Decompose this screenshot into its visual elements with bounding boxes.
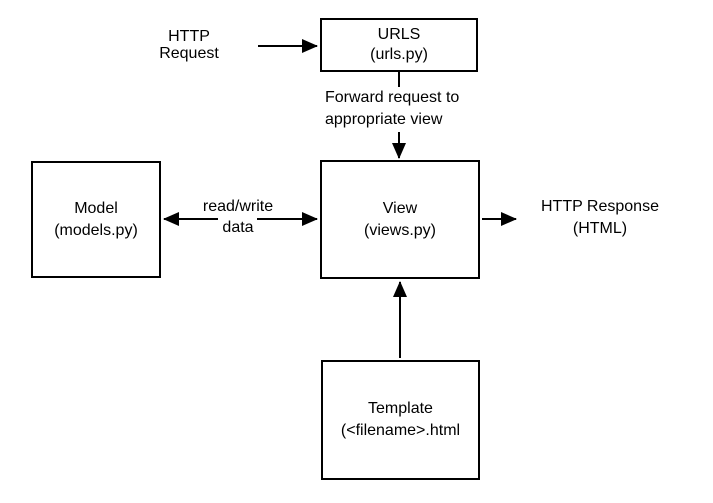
http-response-label-line1: HTTP Response: [541, 198, 659, 215]
template-node-subtitle: (<filename>.html: [340, 422, 461, 439]
http-request-label: HTTP Request: [139, 28, 239, 62]
read-write-label: read/write data: [192, 196, 284, 238]
template-node-title: Template: [368, 400, 433, 417]
forward-request-label: Forward request to appropriate view: [325, 87, 459, 131]
read-write-label-line2: data: [222, 219, 254, 236]
http-request-label-line2: Request: [159, 45, 219, 62]
urls-node-subtitle: (urls.py): [370, 46, 428, 63]
model-node: Model (models.py): [31, 161, 161, 278]
template-node: Template (<filename>.html: [321, 360, 480, 480]
forward-request-label-line1: Forward request to: [325, 89, 460, 106]
urls-node-title: URLS: [377, 26, 421, 43]
view-node-title: View: [382, 199, 418, 217]
http-response-label-line2: (HTML): [572, 220, 628, 237]
forward-request-label-line2: appropriate view: [325, 111, 443, 128]
model-node-subtitle: (models.py): [54, 221, 138, 239]
http-response-label: HTTP Response (HTML): [528, 196, 672, 240]
http-request-label-line1: HTTP: [168, 28, 210, 45]
view-node: View (views.py): [320, 160, 480, 279]
model-node-title: Model: [74, 199, 118, 217]
view-node-subtitle: (views.py): [363, 221, 436, 239]
read-write-label-line1: read/write: [202, 198, 274, 215]
urls-node: URLS (urls.py): [320, 18, 478, 72]
